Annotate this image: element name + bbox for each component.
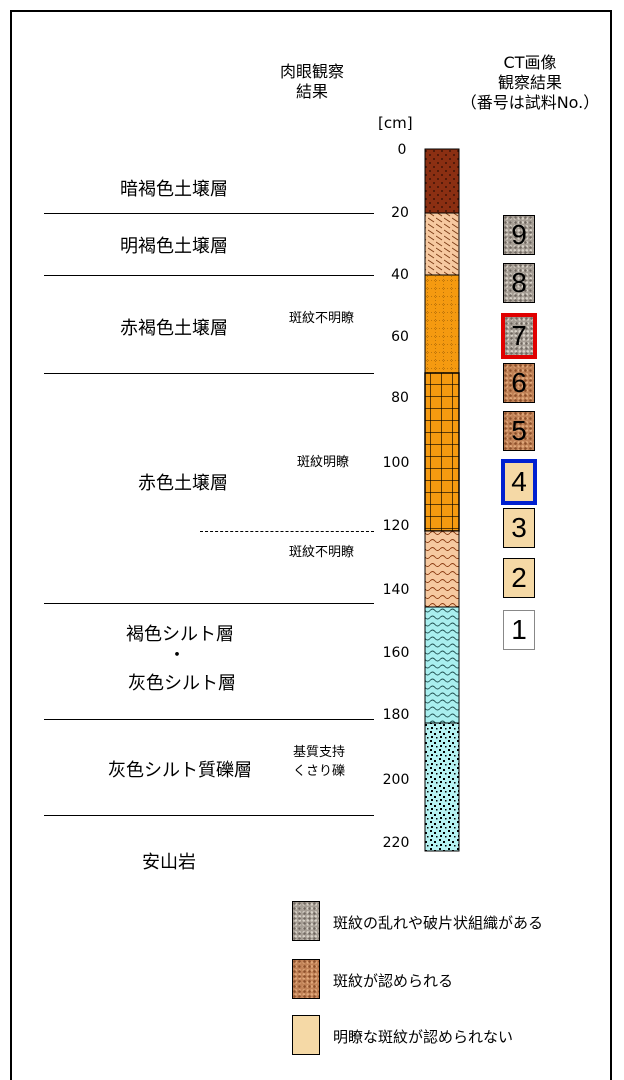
boundary-line-180: [44, 719, 374, 720]
boundary-line-40: [44, 275, 374, 276]
depth-tick-label: 120: [382, 518, 410, 534]
boundary-line-70: [44, 373, 374, 374]
note-matrix-line2: くさり礫: [293, 764, 346, 779]
boundary-dashed-120: [200, 531, 374, 532]
depth-unit: [cm]: [378, 114, 413, 132]
depth-tick-label: 60: [391, 329, 409, 345]
ct-sample-number: 8: [511, 267, 527, 298]
depth-tick-label: 20: [391, 205, 409, 221]
layer-name-1: 暗褐色土壌層: [120, 179, 228, 200]
depth-tick-label: 180: [382, 707, 410, 723]
visual-header: 肉眼観察 結果: [262, 62, 362, 102]
ct-header-line3: （番号は試料No.）: [460, 93, 600, 112]
layer-name-7: 安山岩: [142, 852, 196, 873]
depth-tick-label: 140: [382, 582, 410, 598]
ct-sample-number: 5: [511, 415, 527, 446]
ct-sample-4: 4: [501, 459, 537, 505]
note-matrix: 基質支持 くさり礫: [293, 741, 345, 779]
boundary-line-142: [44, 603, 374, 604]
legend-label: 明瞭な斑紋が認められない: [333, 1028, 514, 1046]
column-red-segment: [424, 372, 460, 532]
soil-column: [424, 148, 460, 852]
boundary-line-20: [44, 213, 374, 214]
ct-sample-8: 8: [503, 263, 535, 303]
ct-sample-number: 9: [511, 219, 527, 250]
layer-name-5-dot: ・: [168, 645, 186, 666]
layer-name-6: 灰色シルト質礫層: [108, 760, 252, 781]
ct-sample-6: 6: [503, 363, 535, 403]
column-dark-brown-segment: [424, 148, 460, 214]
depth-tick-label: 160: [382, 645, 410, 661]
ct-sample-5: 5: [503, 411, 535, 451]
legend-label: 斑紋の乱れや破片状組織がある: [333, 914, 544, 932]
column-light-brown-segment: [424, 212, 460, 276]
legend-label: 斑紋が認められる: [333, 972, 454, 990]
visual-header-line2: 結果: [295, 82, 328, 101]
ct-sample-2: 2: [503, 558, 535, 598]
depth-tick-label: 0: [397, 142, 407, 158]
ct-sample-9: 9: [503, 215, 535, 255]
column-red-unclear-segment: [424, 530, 460, 608]
ct-header-line1: CT画像: [503, 53, 557, 72]
column-gravel-segment: [424, 722, 460, 852]
depth-tick-label: 80: [391, 390, 409, 406]
depth-tick-label: 40: [391, 267, 409, 283]
layer-name-2: 明褐色土壌層: [120, 236, 228, 257]
boundary-line-210: [44, 815, 374, 816]
depth-tick-label: 220: [382, 835, 410, 851]
ct-sample-3: 3: [503, 508, 535, 548]
ct-sample-number: 2: [511, 562, 527, 593]
ct-sample-number: 1: [511, 614, 527, 645]
gray-grain-swatch: [292, 901, 320, 941]
ct-sample-7: 7: [501, 313, 537, 359]
ct-header-line2: 観察結果: [497, 73, 562, 92]
note-matrix-line1: 基質支持: [293, 745, 346, 760]
layer-name-3: 赤褐色土壌層: [120, 318, 228, 339]
column-red-brown-segment: [424, 274, 460, 374]
ct-sample-number: 4: [511, 466, 527, 497]
depth-tick-label: 100: [382, 455, 410, 471]
beige-swatch: [292, 1015, 320, 1055]
column-silt-segment: [424, 606, 460, 724]
note-mottle-clear: 斑紋明瞭: [297, 455, 350, 470]
ct-header: CT画像 観察結果 （番号は試料No.）: [450, 53, 610, 113]
layer-name-5a: 褐色シルト層: [126, 624, 234, 645]
depth-tick-label: 200: [382, 772, 410, 788]
visual-header-line1: 肉眼観察: [279, 62, 344, 81]
figure-frame: [10, 10, 612, 1080]
layer-name-4: 赤色土壌層: [138, 473, 228, 494]
ct-sample-number: 6: [511, 367, 527, 398]
ct-sample-1: 1: [503, 610, 535, 650]
ct-sample-number: 7: [511, 320, 527, 351]
note-mottle-unclear-2: 斑紋不明瞭: [289, 545, 355, 560]
note-mottle-unclear-1: 斑紋不明瞭: [289, 311, 355, 326]
ct-sample-number: 3: [511, 512, 527, 543]
layer-name-5b: 灰色シルト層: [128, 673, 236, 694]
brown-grain-swatch: [292, 959, 320, 999]
